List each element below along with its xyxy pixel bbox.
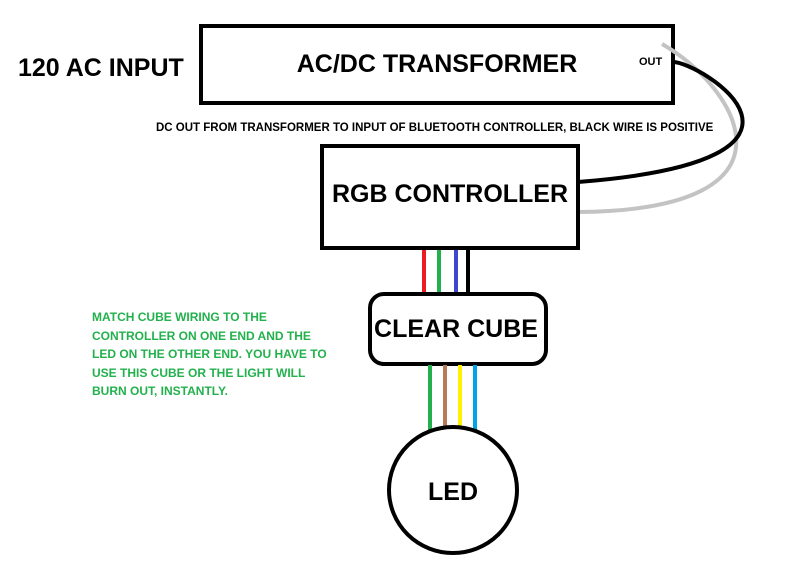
- dc-positive-wire: [577, 60, 745, 184]
- clear-cube-box: [368, 292, 548, 366]
- controller-wire-bundle: [422, 250, 470, 294]
- transformer-box: [199, 24, 675, 105]
- transformer-label: AC/DC TRANSFORMER: [296, 50, 578, 78]
- input-label: 120 AC INPUT: [18, 54, 184, 82]
- rgb-controller-box: [320, 144, 580, 250]
- led-label: LED: [428, 478, 478, 506]
- rgb-controller-label: RGB CONTROLLER: [331, 180, 569, 208]
- out-label: OUT: [639, 56, 663, 68]
- cube-wiring-note: MATCH CUBE WIRING TO THE CONTROLLER ON O…: [92, 310, 327, 398]
- clear-cube-label: CLEAR CUBE: [374, 315, 538, 343]
- led-wire-bundle: [428, 365, 477, 432]
- dc-wiring-note: DC OUT FROM TRANSFORMER TO INPUT OF BLUE…: [156, 122, 714, 134]
- led-circle: [387, 425, 519, 555]
- dc-negative-wire: [577, 42, 739, 214]
